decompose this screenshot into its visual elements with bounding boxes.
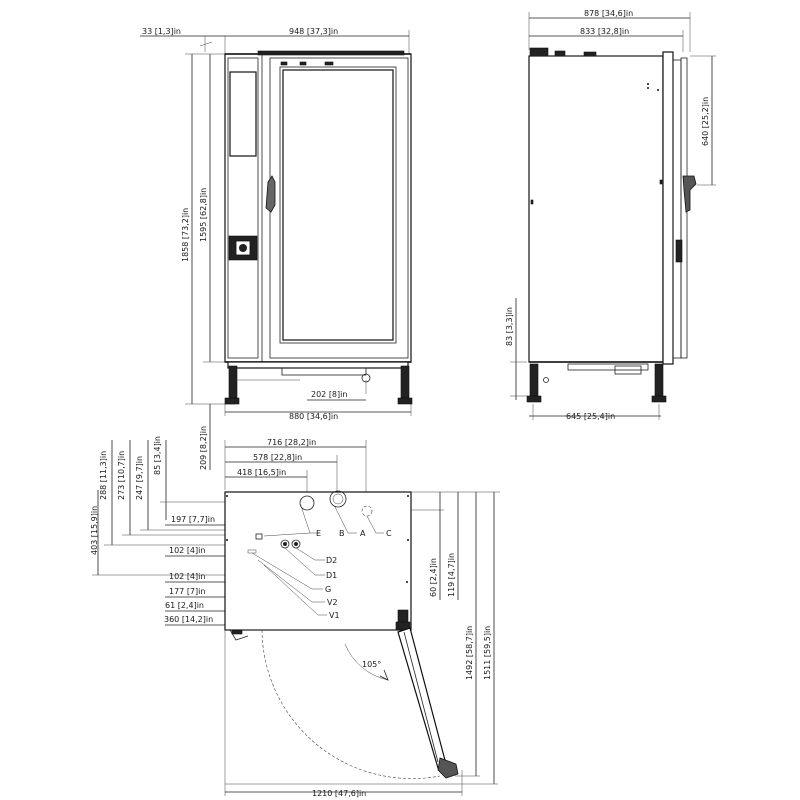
dim-foot-span: 645 [25,4]in (566, 412, 615, 421)
dim-foot-height: 209 [8,2]in (199, 426, 208, 470)
label-g: G (325, 585, 331, 594)
dim-height-total: 1858 [73,2]in (181, 208, 190, 262)
dim-width-top: 948 [37,3]in (289, 27, 338, 36)
dim-102-a: 102 [4]in (169, 546, 205, 555)
door-swing-arc (261, 629, 441, 779)
label-c: C (386, 529, 392, 538)
dim-177: 177 [7]in (169, 587, 205, 596)
dim-403: 403 [15,9]in (90, 506, 99, 555)
dim-60: 60 [2,4]in (429, 558, 438, 597)
door-window (282, 69, 394, 341)
dim-418: 418 [16,5]in (237, 468, 286, 477)
dim-width-bottom: 880 [34,6]in (289, 412, 338, 421)
door-angle: 105° (362, 660, 381, 669)
side-view: 878 [34,6]in 833 [32,8]in 640 [25,2]in (505, 9, 716, 421)
label-v1: V1 (329, 611, 340, 620)
dim-102-b: 102 [4]in (169, 572, 205, 581)
dim-drain-offset: 202 [8]in (311, 390, 347, 399)
dim-top-small: 33 [1,3]in (142, 27, 181, 36)
plan-cabinet (224, 491, 412, 631)
connection-e (255, 533, 263, 540)
dim-360: 360 [14,2]in (164, 615, 213, 624)
dim-1492: 1492 [58,7]in (465, 626, 474, 680)
dim-247: 247 [9,7]in (135, 456, 144, 500)
plan-view: 716 [28,2]in 578 [22,8]in 418 [16,5]in 2… (90, 436, 500, 798)
dim-depth-total: 878 [34,6]in (584, 9, 633, 18)
dim-1511: 1511 [59,5]in (483, 626, 492, 680)
front-view: 33 [1,3]in 948 [37,3]in 1858 [73,2]in 15… (140, 27, 413, 470)
dim-height-body: 1595 [62,8]in (199, 188, 208, 242)
dim-base-height: 83 [3,3]in (505, 307, 514, 346)
label-b: B (339, 529, 345, 538)
dim-288: 288 [11,3]in (99, 451, 108, 500)
dim-578: 578 [22,8]in (253, 453, 302, 462)
label-v2: V2 (327, 598, 338, 607)
dim-1210: 1210 [47,6]in (312, 789, 366, 798)
dim-85: 85 [3,4]in (153, 436, 162, 475)
label-d2: D2 (326, 556, 337, 565)
dim-handle-height: 640 [25,2]in (701, 97, 710, 146)
label-a: A (360, 529, 366, 538)
side-handle (682, 175, 697, 213)
label-e: E (316, 529, 321, 538)
door-handle (265, 175, 276, 213)
dim-61: 61 [2,4]in (165, 601, 204, 610)
side-cabinet (528, 55, 664, 363)
control-display (229, 71, 257, 157)
open-door (397, 627, 447, 769)
connection-a (329, 490, 347, 508)
label-d1: D1 (326, 571, 337, 580)
dim-197: 197 [7,7]in (171, 515, 215, 524)
dim-depth-body: 833 [32,8]in (580, 27, 629, 36)
dim-273: 273 [10,7]in (117, 451, 126, 500)
dim-119: 119 [4,7]in (447, 553, 456, 597)
dim-716: 716 [28,2]in (267, 438, 316, 447)
